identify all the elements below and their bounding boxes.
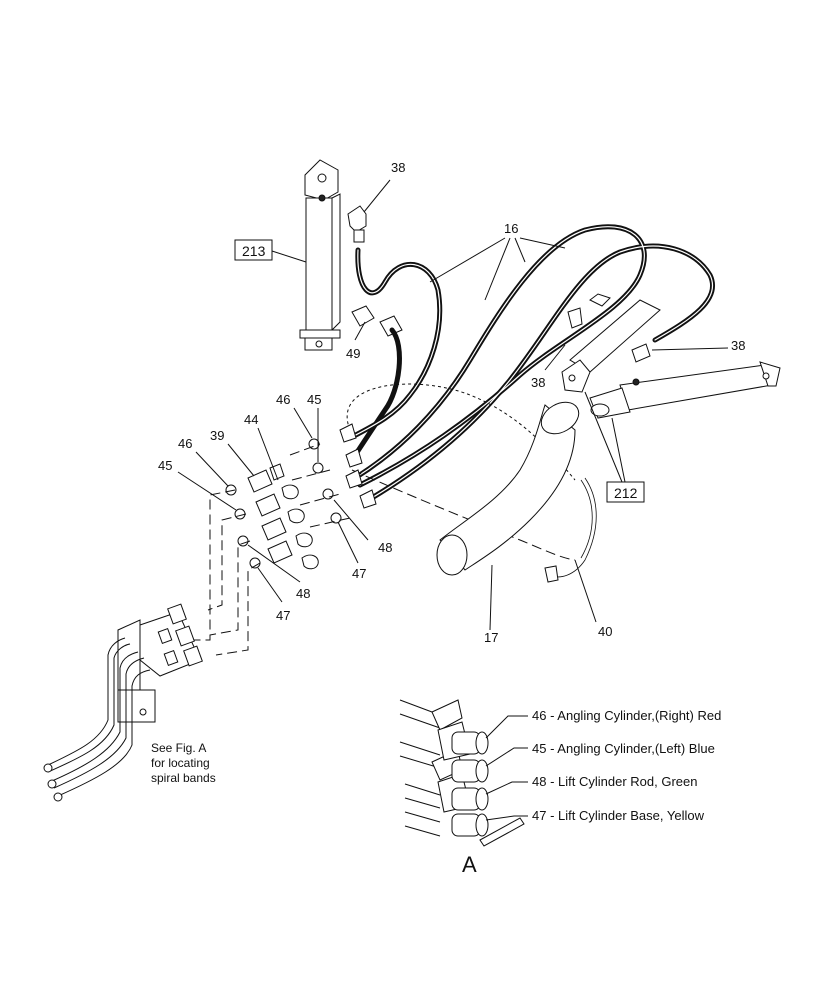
hydraulic-hoses-16 — [347, 224, 715, 505]
note-line-2: for locating — [151, 756, 210, 770]
lift-cylinder-212-upper — [561, 293, 661, 393]
callout-box-212 — [606, 481, 645, 503]
leader-16-d — [519, 237, 566, 249]
leader-48-left — [247, 544, 301, 583]
callout-17: 17 — [484, 630, 498, 645]
callout-47-left: 47 — [276, 608, 290, 623]
dust-caps-and-orings — [225, 438, 342, 569]
leader-17 — [489, 564, 493, 631]
tractor-valve-assembly — [117, 603, 203, 723]
callout-47-right: 47 — [352, 566, 366, 581]
leader-46-top — [293, 407, 313, 439]
lift-cylinder-212-lower — [589, 343, 781, 419]
note-line-3: spiral bands — [151, 771, 216, 785]
legend-item-46: 46 - Angling Cylinder,(Right) Red — [532, 708, 721, 723]
leader-45-left — [177, 471, 237, 511]
callout-45-top: 45 — [307, 392, 321, 407]
callout-48-right: 48 — [378, 540, 392, 555]
leader-48-right — [333, 499, 369, 541]
legend-item-48: 48 - Lift Cylinder Rod, Green — [532, 774, 697, 789]
hose-end-fittings — [339, 423, 377, 509]
leader-212-b — [611, 417, 626, 483]
legend-item-47: 47 - Lift Cylinder Base, Yellow — [532, 808, 705, 823]
note-line-1: See Fig. A — [151, 741, 206, 755]
leader-47-right — [337, 521, 359, 564]
leader-213 — [271, 250, 307, 263]
elbow-fitting-38-top — [347, 205, 367, 243]
leader-16-c — [514, 237, 526, 263]
callout-44: 44 — [244, 412, 258, 427]
callout-16: 16 — [504, 221, 518, 236]
callout-213: 213 — [242, 243, 266, 259]
callout-45-left: 45 — [158, 458, 172, 473]
callout-49: 49 — [346, 346, 360, 361]
leader-49 — [354, 321, 366, 341]
callout-46-top: 46 — [276, 392, 290, 407]
leader-16-b — [484, 237, 511, 301]
callout-46-left: 46 — [178, 436, 192, 451]
protective-sleeve-17 — [436, 401, 580, 576]
leader-47-left — [257, 567, 283, 603]
leader-38-right — [651, 347, 729, 351]
callout-38-mid: 38 — [531, 375, 545, 390]
callout-39: 39 — [210, 428, 224, 443]
fittings-49 — [351, 305, 403, 337]
leader-16-a — [429, 237, 506, 283]
callout-38-right: 38 — [731, 338, 745, 353]
tractor-hydraulic-pipes — [43, 637, 151, 802]
legend-item-45: 45 - Angling Cylinder,(Left) Blue — [532, 741, 715, 756]
leader-46-left — [195, 451, 229, 487]
callout-38-top: 38 — [391, 160, 405, 175]
callout-48-left: 48 — [296, 586, 310, 601]
leader-44 — [257, 427, 279, 481]
quick-couplers-39 — [247, 463, 293, 564]
leader-212-a — [584, 391, 623, 483]
figure-a-leaders — [485, 715, 528, 821]
angling-cylinder-213 — [299, 159, 341, 351]
figure-a-caption: A — [462, 852, 477, 877]
leader-38-mid — [544, 344, 566, 371]
coupler-caps-44 — [281, 484, 319, 570]
callout-212: 212 — [614, 485, 638, 501]
spiral-band-40 — [544, 477, 597, 583]
figure-a-detail — [399, 699, 525, 847]
callout-40: 40 — [598, 624, 612, 639]
leader-40 — [574, 559, 597, 623]
routing-dashes — [190, 443, 351, 656]
callout-box-213 — [234, 239, 273, 261]
leader-38-top — [363, 179, 391, 213]
leader-39 — [227, 443, 255, 477]
